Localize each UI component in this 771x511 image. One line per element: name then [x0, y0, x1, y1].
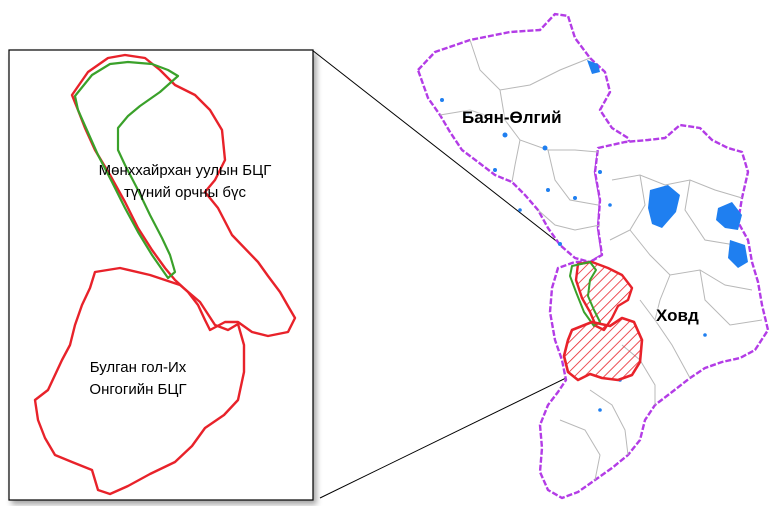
- map-bulgan-area: [562, 316, 644, 382]
- label-khovd: Ховд: [656, 306, 699, 325]
- label-bulgan: Булган гол-Их Онгогийн БЦГ: [68, 357, 208, 401]
- label-bulgan-line2: Онгогийн БЦГ: [89, 381, 187, 398]
- label-bayan-olgii: Баян-Өлгий: [462, 108, 562, 127]
- connector-line-bottom: [319, 377, 567, 499]
- province-khovd: [538, 123, 770, 500]
- label-bulgan-line1: Булган гол-Их: [89, 359, 187, 376]
- water-bodies: [440, 60, 748, 412]
- inset-frame: [8, 49, 314, 501]
- label-menkhkhairkhan: Мөнххайрхан уулын БЦГ түүний орчны бүс: [70, 160, 300, 204]
- inset-bulgan-area: [33, 266, 246, 496]
- inset-menkhkhairkhan-area: [70, 53, 297, 338]
- district-boundaries: [439, 39, 763, 481]
- label-menkhkhairkhan-line1: Мөнххайрхан уулын БЦГ: [98, 162, 272, 179]
- connector-line-top: [311, 49, 579, 259]
- label-menkhkhairkhan-line2: түүний орчны бүс: [123, 184, 247, 201]
- inset-buffer-zone: [73, 60, 180, 280]
- map-buffer-zone: [569, 261, 601, 327]
